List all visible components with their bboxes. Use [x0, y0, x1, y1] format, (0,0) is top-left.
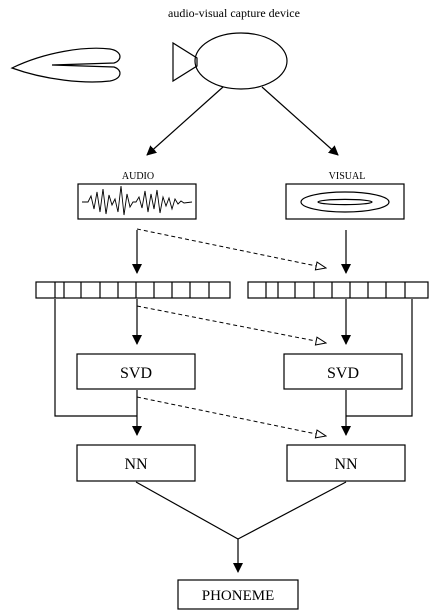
nn-label-left: NN: [124, 456, 148, 473]
bypass-line-right: [346, 299, 413, 417]
svd-box-right: [283, 353, 403, 390]
bypass-line-left: [54, 299, 137, 417]
merge-line-right: [237, 481, 347, 540]
nn-box-right: [286, 444, 406, 482]
microphone-icon: [10, 47, 121, 83]
merge-line-left: [135, 481, 239, 540]
lip-icon: [300, 191, 390, 213]
dashed-arrow-audio-to-visual-2: [136, 305, 326, 343]
nn-box-left: [76, 444, 196, 482]
arrow-camera-to-audio: [146, 86, 224, 156]
device-title: audio-visual capture device: [168, 6, 300, 20]
audio-feature-vector: [35, 281, 231, 299]
svd-label-right: SVD: [327, 365, 359, 382]
dashed-arrow-audio-to-visual-3: [136, 396, 326, 436]
visual-label: VISUAL: [329, 171, 366, 182]
arrow-camera-to-visual: [261, 86, 339, 156]
visual-lip-box: [285, 183, 405, 220]
waveform-icon: [82, 185, 193, 216]
camera-icon: [172, 32, 288, 90]
audio-label: AUDIO: [122, 171, 154, 182]
nn-label-right: NN: [334, 456, 358, 473]
phoneme-box: [177, 579, 299, 610]
dashed-arrow-audio-to-visual-1: [136, 228, 326, 268]
svd-box-left: [76, 353, 196, 390]
phoneme-label: PHONEME: [202, 588, 275, 604]
svd-label-left: SVD: [120, 365, 152, 382]
visual-feature-vector: [247, 281, 429, 299]
